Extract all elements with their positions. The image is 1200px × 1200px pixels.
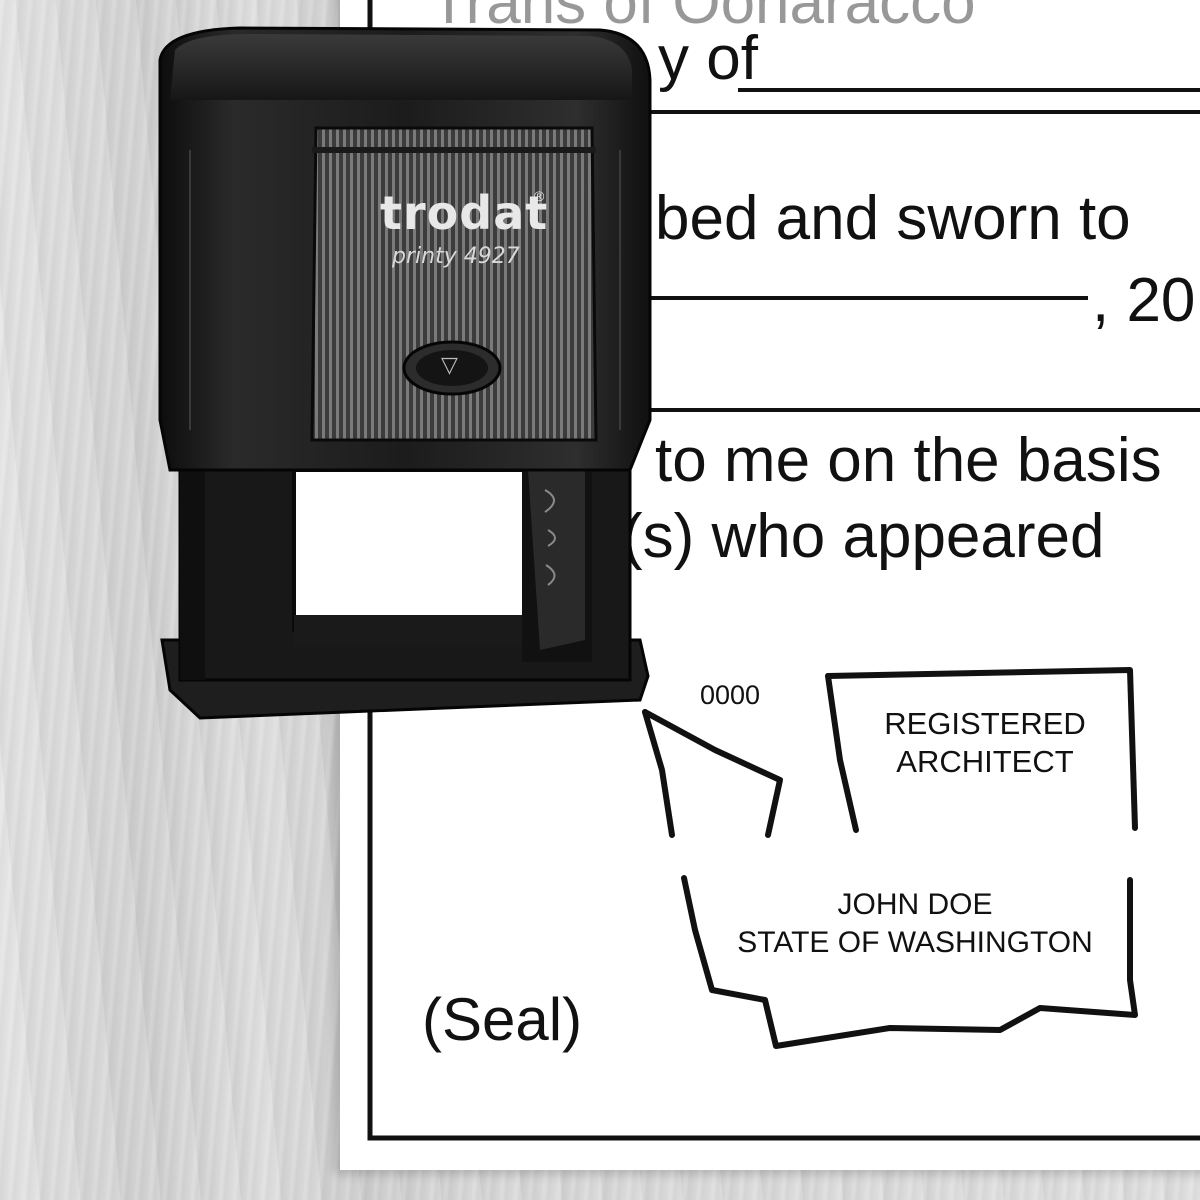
seal-number: 0000: [700, 680, 761, 710]
doc-year-prefix: , 20: [1092, 266, 1196, 335]
seal-holder-name: JOHN DOE: [837, 888, 993, 921]
seal-title-line2: ARCHITECT: [896, 744, 1074, 779]
doc-person-text: (s) who appeared: [622, 502, 1105, 571]
seal-state: STATE OF WASHINGTON: [737, 926, 1093, 959]
stamp-brand-logo: trodat: [380, 186, 549, 240]
stamp-release-icon: ▽: [441, 352, 458, 377]
doc-subscribed-text: bed and sworn to: [655, 184, 1131, 253]
doc-county-label: y of: [658, 24, 758, 93]
stamp-model-label: printy 4927: [392, 244, 520, 269]
county-blank-line: [738, 88, 1200, 92]
doc-top-partial-line: Trans of Ooharacco: [430, 0, 976, 37]
stamp-registered-mark: ®: [534, 188, 545, 204]
date-blank-line: [650, 296, 1088, 300]
doc-basis-text: to me on the basis: [655, 426, 1162, 495]
seal-title-line1: REGISTERED: [884, 706, 1086, 741]
seal-label: (Seal): [422, 986, 583, 1053]
